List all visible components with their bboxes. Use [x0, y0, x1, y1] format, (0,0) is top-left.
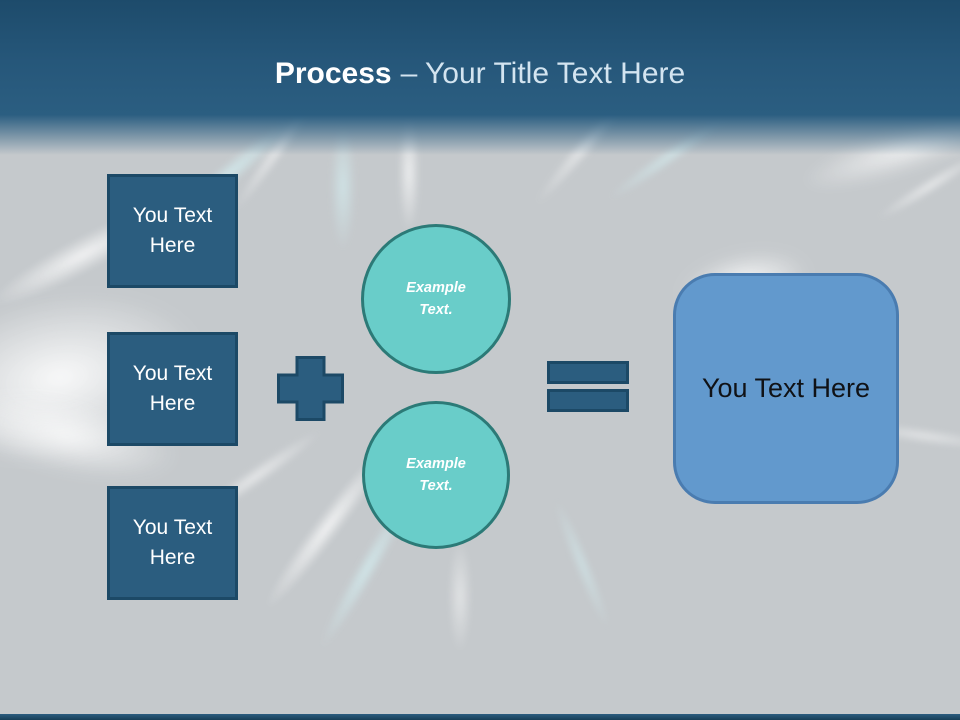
example-circle-1: Example Text.	[361, 224, 511, 374]
source-text-box-3: You Text Here	[107, 486, 238, 600]
slide-title: Process – Your Title Text Here	[0, 57, 960, 90]
example-circle-2-label: Example Text.	[406, 455, 466, 494]
example-circle-2: Example Text.	[362, 401, 510, 549]
source-text-box-2: You Text Here	[107, 332, 238, 446]
footer-accent-bar	[0, 714, 960, 720]
source-text-box-1-label: You Text Here	[132, 203, 213, 257]
slide-title-highlight: Process	[274, 57, 392, 90]
result-box: You Text Here	[673, 273, 899, 504]
equals-icon	[547, 361, 629, 418]
example-circle-1-label: Example Text.	[406, 279, 466, 318]
result-box-label: You Text Here	[701, 373, 871, 403]
plus-icon	[277, 356, 344, 426]
source-text-box-3-label: You Text Here	[132, 515, 213, 569]
slide-title-rest: – Your Title Text Here	[400, 57, 686, 90]
source-text-box-1: You Text Here	[107, 174, 238, 288]
header-band: Process – Your Title Text Here	[0, 0, 960, 155]
source-text-box-2-label: You Text Here	[132, 361, 213, 415]
